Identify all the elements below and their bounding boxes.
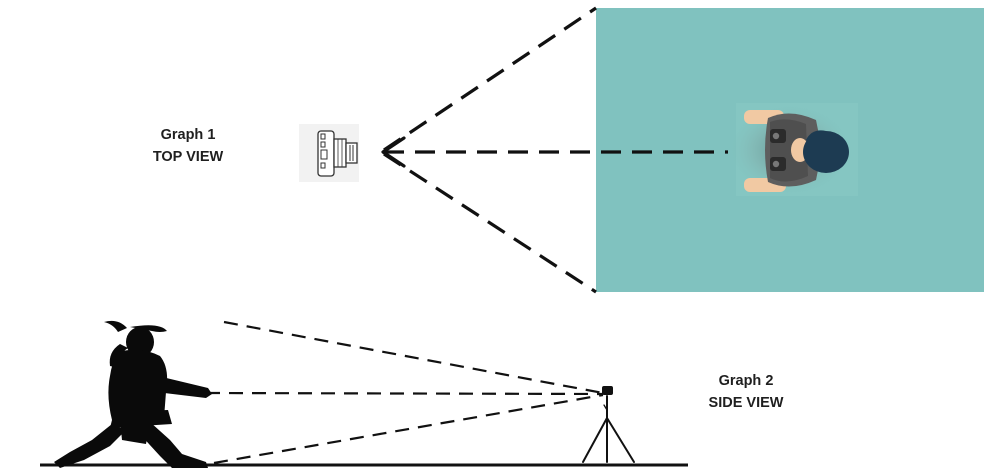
top-fov-lower-line (383, 152, 597, 294)
side-fov-lower-line (213, 393, 604, 465)
side-fov-center-line (205, 391, 604, 396)
graph-1-title: Graph 1 (160, 127, 216, 143)
tripod-camera-icon (582, 386, 635, 463)
graph-2-caption: Graph 2 SIDE VIEW (686, 370, 806, 414)
graph-2-subtitle: SIDE VIEW (708, 395, 784, 411)
graph-1-subtitle: TOP VIEW (152, 149, 224, 165)
top-fov-upper-line (383, 6, 597, 152)
side-fov-upper-line (223, 320, 604, 395)
camera-top-view-icon (299, 124, 359, 182)
side-view-field-of-view (205, 320, 604, 465)
graph-1-caption: Graph 1 TOP VIEW (128, 124, 248, 168)
person-top-view-icon (728, 103, 858, 196)
view-arrowhead (381, 136, 406, 168)
martial-artist-silhouette-icon (54, 320, 212, 468)
graph-2-title: Graph 2 (718, 373, 774, 389)
top-view-field-of-view (383, 6, 728, 294)
